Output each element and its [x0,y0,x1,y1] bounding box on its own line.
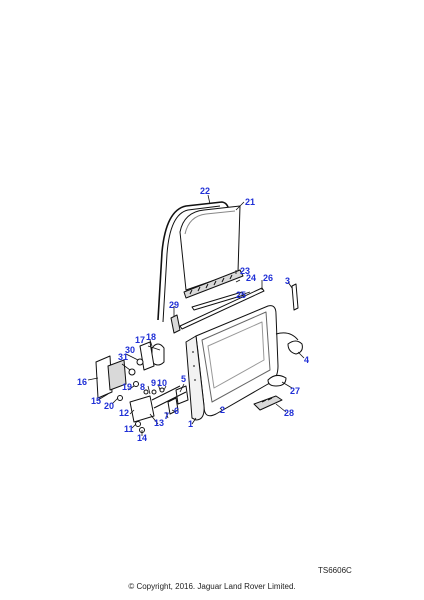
callout-20: 20 [104,401,115,411]
callout-3: 3 [285,276,291,286]
part-28-slots [261,397,273,403]
part-29-pad [170,314,181,334]
callout-19: 19 [122,382,133,392]
part-3-strip [291,283,299,311]
callout-6: 6 [174,406,180,416]
callout-14: 14 [137,433,148,443]
callout-15: 15 [91,396,102,406]
callout-18: 18 [146,332,157,342]
callout-17: 17 [135,335,146,345]
callout-26: 26 [263,273,274,283]
callout-23: 23 [240,266,251,276]
door-shell-inner [201,311,271,403]
lock-body [129,395,155,423]
callout-27: 27 [290,386,301,396]
bolt-30 [136,358,144,366]
outer-waist-strip [179,287,265,330]
callout-7: 7 [164,411,170,421]
waist-seal [191,291,245,311]
part-6-block [167,397,179,415]
bolt-8 [143,389,149,395]
window-glass [179,205,241,291]
bolt-31 [128,368,136,376]
callout-21: 21 [245,197,256,207]
callout-4: 4 [304,355,310,365]
callout-11: 11 [124,424,134,434]
glass-channel [183,269,244,299]
part-4-leader [275,332,299,341]
window-glass-edge [184,210,236,235]
callout-25: 25 [236,290,247,300]
bolt-19 [133,381,139,387]
copyright-notice: © Copyright, 2016. Jaguar Land Rover Lim… [128,582,296,591]
callout-16: 16 [77,377,88,387]
door-front-holes [192,351,196,381]
hinge-leaf [107,359,127,391]
callout-9: 9 [151,378,157,388]
callout-1: 1 [188,419,194,429]
bolt-11 [135,421,141,427]
callout-2: 2 [220,405,226,415]
door-shell-panel-line [207,321,265,389]
part-27-bump [267,374,287,387]
lock-rod [151,385,187,409]
glass-channel-teeth [189,274,233,295]
callout-22: 22 [200,186,211,196]
reference-code: TS6606C [318,566,352,575]
door-front-edge [185,335,205,421]
part-18-bracket [151,343,165,366]
callout-10: 10 [157,378,168,388]
callout-28: 28 [284,408,295,418]
callout-8: 8 [140,382,146,392]
callout-24: 24 [246,273,257,283]
callout-29: 29 [169,300,180,310]
part-28-handle [253,395,283,411]
callout-12: 12 [119,408,130,418]
callout-13: 13 [154,418,165,428]
window-frame-seal-inner [162,205,221,323]
callout-31: 31 [118,352,129,362]
part-4-grommet [287,340,303,355]
callout-30: 30 [125,345,136,355]
callout-5: 5 [181,374,187,384]
bolt-20 [117,395,123,401]
bolt-10 [159,387,165,393]
part-17-hinge [139,341,155,371]
bolt-9 [151,389,157,395]
leader-lines [87,194,305,436]
